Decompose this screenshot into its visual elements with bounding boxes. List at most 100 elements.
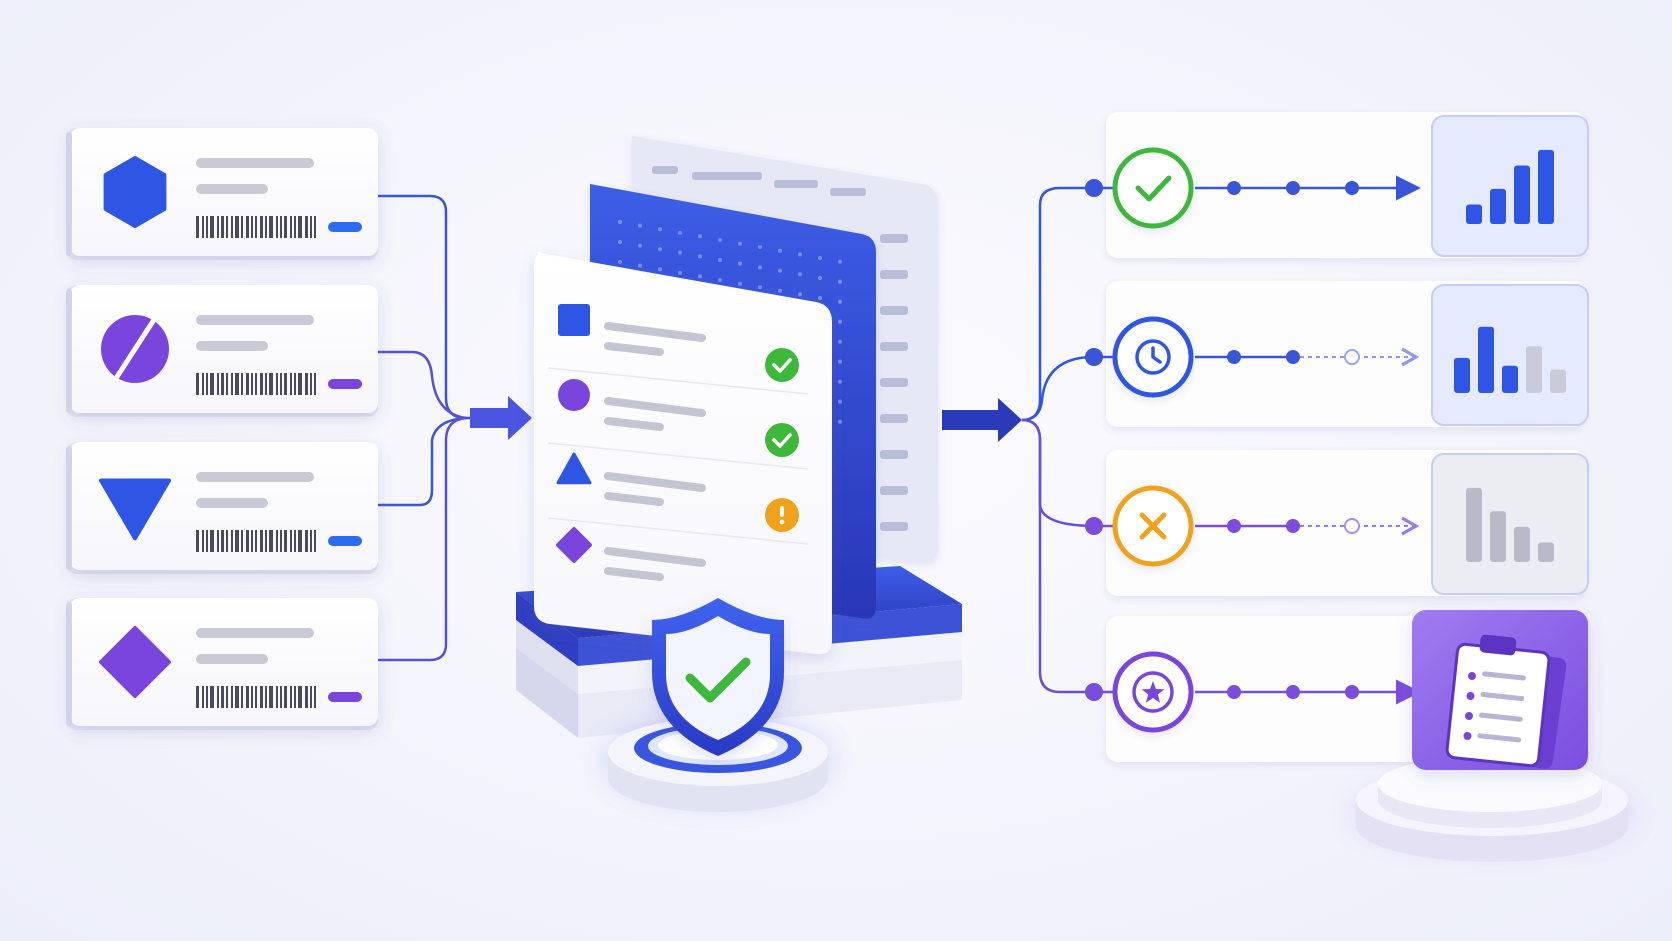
dot — [698, 254, 702, 259]
dot — [738, 281, 742, 286]
output-row[interactable] — [1085, 450, 1589, 596]
text-line-placeholder — [604, 322, 706, 342]
bar-chart-icon — [1466, 487, 1554, 562]
clipboard-icon — [1445, 634, 1567, 769]
clipboard-tile — [1412, 610, 1588, 770]
square-icon — [558, 304, 590, 336]
checklist-row[interactable] — [547, 452, 809, 545]
checklist-card — [534, 251, 832, 655]
bar — [1538, 542, 1554, 562]
dot — [838, 359, 842, 364]
bar — [1478, 326, 1494, 393]
output-arrow — [942, 398, 1022, 442]
processing-stack — [516, 136, 962, 812]
text-line-placeholder — [196, 628, 314, 638]
text-line-placeholder — [604, 472, 706, 492]
connector-line — [378, 194, 480, 420]
input-card[interactable] — [66, 598, 378, 730]
dot — [798, 292, 802, 297]
text-line-placeholder — [604, 342, 664, 356]
dot — [798, 272, 802, 277]
output-list — [1085, 112, 1589, 762]
close-icon — [1112, 485, 1194, 567]
dot — [838, 299, 842, 304]
chart-tile — [1431, 115, 1589, 257]
bar — [1490, 511, 1506, 562]
text-line-placeholder — [196, 498, 268, 508]
dot — [838, 419, 842, 424]
dot — [838, 379, 842, 384]
dot — [698, 234, 702, 239]
text-line-placeholder — [196, 315, 314, 325]
bar — [1466, 487, 1482, 562]
dot — [678, 270, 682, 275]
progress-node — [1286, 519, 1300, 533]
dot — [618, 260, 622, 264]
dot — [758, 265, 762, 270]
bar-chart-icon — [1454, 326, 1566, 393]
dot — [738, 261, 742, 266]
connector-line — [1021, 418, 1092, 694]
dot — [618, 220, 622, 224]
input-card[interactable] — [66, 128, 378, 260]
star-icon — [1112, 651, 1194, 733]
progress-node — [1227, 181, 1241, 195]
checklist-row[interactable] — [556, 527, 706, 581]
dot — [678, 250, 682, 255]
clock-icon — [1112, 316, 1194, 398]
bar — [1526, 346, 1542, 393]
row-divider — [547, 517, 809, 545]
dot — [638, 223, 642, 228]
checklist-row[interactable] — [547, 304, 809, 395]
progress-node-pending — [1344, 518, 1360, 534]
status-tag — [328, 536, 362, 546]
dot — [818, 256, 822, 260]
text-line-placeholder — [604, 397, 706, 417]
row-divider — [547, 367, 809, 395]
input-card[interactable] — [66, 442, 378, 574]
card-side — [66, 132, 72, 256]
card-side — [66, 289, 72, 413]
connector-line — [1021, 186, 1092, 422]
dot — [778, 268, 782, 273]
dot — [758, 245, 762, 250]
progress-node — [1227, 519, 1241, 533]
dot — [838, 279, 842, 284]
text-line-placeholder — [196, 341, 268, 351]
diamond-icon — [556, 527, 592, 563]
barcode-icon — [196, 530, 316, 552]
text-line-placeholder — [196, 158, 314, 168]
checklist-row[interactable] — [547, 379, 809, 470]
input-card[interactable] — [66, 285, 378, 417]
text-line-placeholder — [604, 547, 706, 567]
chart-tile-bg — [1431, 284, 1589, 426]
chart-tile — [1431, 284, 1589, 426]
progress-node — [1286, 181, 1300, 195]
dot — [658, 247, 662, 252]
dot — [838, 259, 842, 264]
dot — [638, 243, 642, 248]
dot — [698, 274, 702, 279]
dot — [838, 319, 842, 324]
progress-node — [1227, 350, 1241, 364]
output-row[interactable] — [1085, 112, 1589, 258]
output-row[interactable] — [1085, 281, 1589, 427]
input-connectors — [378, 194, 480, 662]
status-tag — [328, 692, 362, 702]
bar — [1514, 526, 1530, 562]
dot — [658, 227, 662, 232]
dot — [618, 240, 622, 244]
progress-node — [1345, 181, 1359, 195]
dot — [778, 288, 782, 293]
hexagon-icon — [103, 156, 167, 228]
bar — [1466, 204, 1482, 224]
dot — [818, 276, 822, 280]
warning-icon — [765, 498, 799, 532]
card-side — [66, 446, 72, 570]
chart-tile-bg — [1431, 453, 1589, 595]
barcode-icon — [196, 216, 316, 238]
input-arrow — [470, 396, 532, 440]
bar — [1514, 165, 1530, 224]
